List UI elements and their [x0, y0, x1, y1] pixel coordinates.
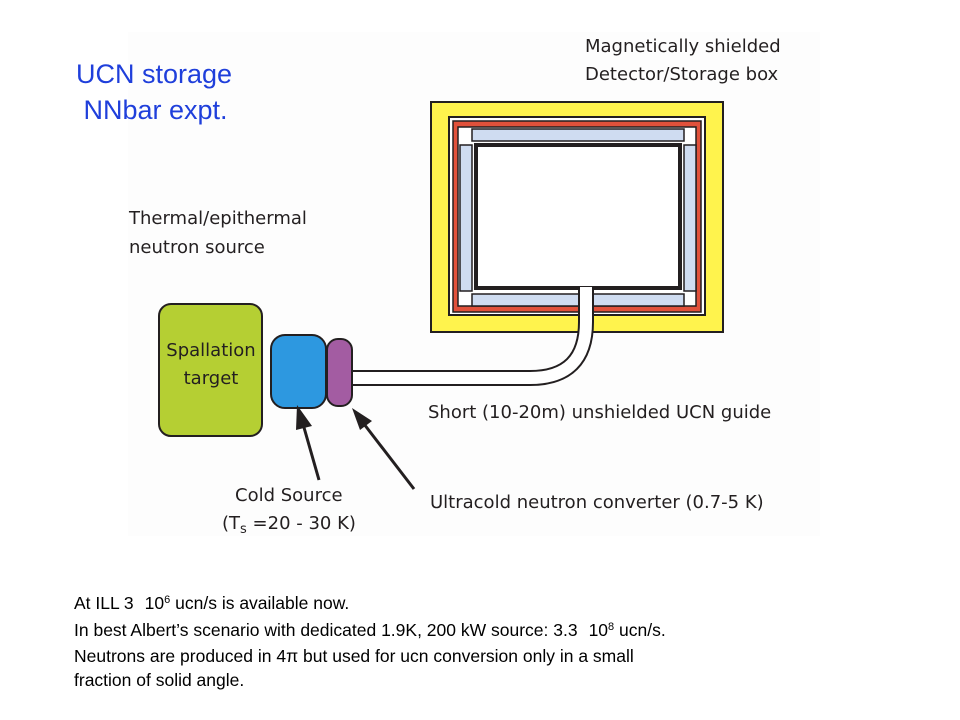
caption-line-1-a: At ILL 3: [74, 593, 134, 613]
caption-line-2-c: ucn/s.: [614, 619, 666, 640]
caption-line-1-sup: 6: [164, 594, 171, 606]
caption-line-3-b: but used for ucn conversion only in a sm…: [298, 646, 634, 666]
caption-line-1-b: 10: [144, 593, 165, 613]
caption-line-3-a: Neutrons are produced in 4: [74, 646, 287, 666]
blue-panel-left: [459, 144, 473, 292]
label-box-title-2: Detector/Storage box: [585, 64, 779, 85]
slide-title-line-1: UCN storage: [76, 59, 233, 89]
caption-line-4: fraction of solid angle.: [74, 669, 245, 690]
times-glyph-1: [134, 600, 145, 612]
label-thermal-2: neutron source: [129, 237, 265, 258]
label-cold-2-sub: s: [240, 522, 247, 537]
caption: At ILL 3 106 ucn/s is available now. In …: [74, 592, 934, 692]
arrow-cold-source-head: [296, 405, 312, 430]
label-cold-2-rest: =20 - 30 K): [247, 513, 356, 534]
caption-line-2-sup: 8: [608, 620, 615, 633]
arrow-cold-source: [301, 423, 321, 481]
ucn-converter: [326, 338, 353, 407]
caption-line-2-b: 10: [588, 619, 609, 640]
times-glyph-2: [578, 627, 589, 639]
caption-line-3: Neutrons are produced in 4π but used for…: [74, 645, 934, 669]
spallation-target: [158, 303, 263, 437]
arrow-converter-head: [352, 408, 372, 430]
blue-panel-right: [683, 144, 697, 292]
caption-line-1-c: ucn/s is available now.: [170, 593, 350, 613]
cold-source: [270, 334, 327, 409]
label-spallation-1: Spallation: [166, 340, 255, 361]
label-thermal-1: Thermal/epithermal: [128, 208, 307, 229]
label-converter: Ultracold neutron converter (0.7-5 K): [430, 492, 764, 513]
pi-symbol: π: [286, 646, 299, 666]
arrow-converter: [362, 423, 416, 490]
inner-chamber: [474, 143, 682, 290]
label-box-title-1: Magnetically shielded: [585, 36, 781, 57]
ucn-guide-inner: [352, 287, 592, 384]
caption-line-1: At ILL 3 106 ucn/s is available now.: [74, 592, 934, 619]
caption-line-2-a: In best Albert’s scenario with dedicated…: [74, 619, 578, 640]
caption-line-2: In best Albert’s scenario with dedicated…: [74, 619, 934, 646]
label-cold-1: Cold Source: [235, 485, 343, 506]
label-guide: Short (10-20m) unshielded UCN guide: [428, 402, 771, 423]
blue-panel-top: [471, 128, 685, 142]
label-cold-2: (Ts =20 - 30 K): [222, 513, 356, 537]
label-cold-2-open: (T: [222, 513, 241, 534]
label-spallation-2: target: [184, 368, 239, 389]
slide-title-line-2: NNbar expt.: [76, 95, 228, 125]
slide-title: UCN storage NNbar expt.: [76, 56, 232, 128]
